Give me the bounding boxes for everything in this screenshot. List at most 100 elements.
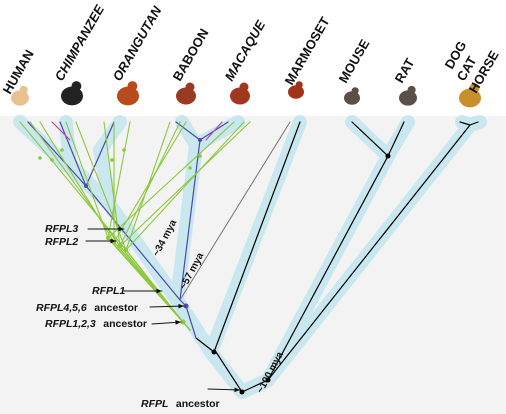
rfpl123-gene-name: RFPL1,2,3 [45, 318, 96, 330]
rfpl456-orangutan [85, 121, 115, 187]
rfpl123-dup-node-5 [188, 166, 192, 170]
rfpl456-stem [185, 305, 197, 339]
branch-shadow-root-primate [204, 345, 249, 399]
rfpl-ancestor-word: ancestor [176, 398, 220, 410]
rfpl123-tip-1 [29, 121, 121, 247]
icon-body [288, 85, 304, 99]
species-label-human: HUMAN [0, 47, 37, 96]
mouse-icon [344, 87, 360, 105]
arrow-head [118, 226, 124, 232]
species-label-marmoset: MARMOSET [282, 14, 333, 87]
rfpl123-tip-11 [107, 121, 235, 239]
lineage-laurasia-horse [469, 121, 479, 126]
speciation-node-1 [265, 377, 271, 383]
lineage-mouse-line [351, 121, 389, 157]
baboon-icon [176, 82, 196, 105]
icon-head [351, 87, 359, 95]
rfpl123-ancestor-word: ancestor [103, 318, 147, 330]
lineage-primate-stem [195, 337, 215, 353]
marmoset-icon [288, 81, 304, 99]
human-icon [11, 85, 29, 106]
icon-body [61, 86, 83, 106]
rfpl123-node-1 [118, 244, 122, 248]
rfpl456-monkey-node [198, 138, 202, 142]
rfpl456-gene-name: RFPL4,5,6 [36, 302, 87, 314]
branch-shadow-chimp-join [63, 157, 117, 212]
icon-body [399, 90, 417, 106]
rfpl123-node-3 [106, 236, 110, 240]
species-label-orangutan: ORANGUTAN [110, 3, 165, 83]
tree-background [0, 116, 506, 414]
rfpl123-tip-13 [119, 121, 251, 247]
rfpl456-monkeys [179, 139, 201, 301]
arrow-rfpl2 [85, 238, 117, 244]
icon-head [295, 81, 303, 89]
arrow-head [234, 387, 240, 393]
rfpl123-tip-5 [103, 121, 121, 247]
icon-body [459, 88, 481, 108]
branch-shadow-monkey-stem [170, 138, 203, 307]
arrow-rfpl123-ancestor [151, 320, 182, 325]
rfpl456-baboon [175, 121, 201, 141]
lineage-eutheria-murid [267, 155, 389, 381]
gene-lineages [19, 121, 479, 395]
rfpl123-dup-node-4 [122, 148, 126, 152]
icon-body [11, 90, 29, 106]
species-label-rat: RAT [392, 56, 418, 86]
arrow-head [156, 288, 162, 294]
species-label-baboon: BABOON [170, 26, 212, 84]
rfpl456-ancestor-node [183, 303, 189, 309]
label-rfpl1: RFPL1 [92, 285, 125, 297]
speciation-node-0 [239, 389, 245, 395]
dog-icon [459, 83, 481, 108]
icon-head [127, 81, 138, 92]
icon-head [239, 82, 249, 92]
rfpl123-dup-node-2 [60, 148, 64, 152]
rfpl123-dup-node-3 [110, 158, 114, 162]
icon-body [117, 86, 139, 106]
rfpl123-ancestor-node [180, 319, 186, 325]
icon-head [19, 85, 28, 94]
rfpl123-dup-node-1 [50, 158, 54, 162]
icon-head [407, 85, 416, 94]
arrow-head [178, 303, 184, 309]
label-rfpl-ancestor: RFPL ancestor [141, 394, 220, 411]
rfpl-gene-name: RFPL [141, 398, 168, 410]
arrow-rfpl1 [123, 288, 163, 294]
rfpl456-chimp [59, 121, 87, 187]
arrow-rfpl3 [87, 226, 125, 232]
pink-lineage-macaque [205, 121, 223, 141]
macaque-icon [230, 82, 250, 105]
speciation-node-2 [385, 153, 391, 159]
annotation-arrows [85, 226, 241, 393]
rfpl456-ape-node [84, 184, 88, 188]
species-label-macaque: MACAQUE [222, 18, 269, 84]
icon-head [185, 82, 195, 92]
rfpl456-ancestor-word: ancestor [94, 302, 138, 314]
lineage-laurasia-dog [459, 121, 471, 126]
chimpanzee-icon [61, 81, 83, 106]
lineage-root-up [215, 351, 243, 393]
icon-body [176, 87, 196, 105]
lineage-marmoset-line [213, 121, 301, 353]
speciation-node-3 [211, 349, 217, 355]
label-rfpl3: RFPL3 [45, 223, 78, 235]
icon-head [71, 81, 82, 92]
species-label-chimpanzee: CHIMPANZEE [52, 2, 108, 83]
rfpl123-tip-12 [125, 121, 245, 251]
arrow-head [175, 320, 181, 325]
species-icons [11, 81, 481, 108]
rfpl123-dup-node-0 [38, 156, 42, 160]
lineage-eutheria-laurasia [267, 124, 471, 381]
rfpl123-tip-3 [65, 121, 109, 239]
icon-body [230, 87, 250, 105]
branch-shadow-rat [381, 115, 415, 163]
rfpl123-tip-9 [119, 121, 181, 247]
label-rfpl123-ancestor: RFPL1,2,3 ancestor [45, 314, 147, 331]
rfpl456-marmoset [179, 121, 291, 301]
rfpl123-tip-7 [107, 121, 131, 239]
icon-body [344, 91, 360, 105]
arrow-head [110, 238, 116, 244]
